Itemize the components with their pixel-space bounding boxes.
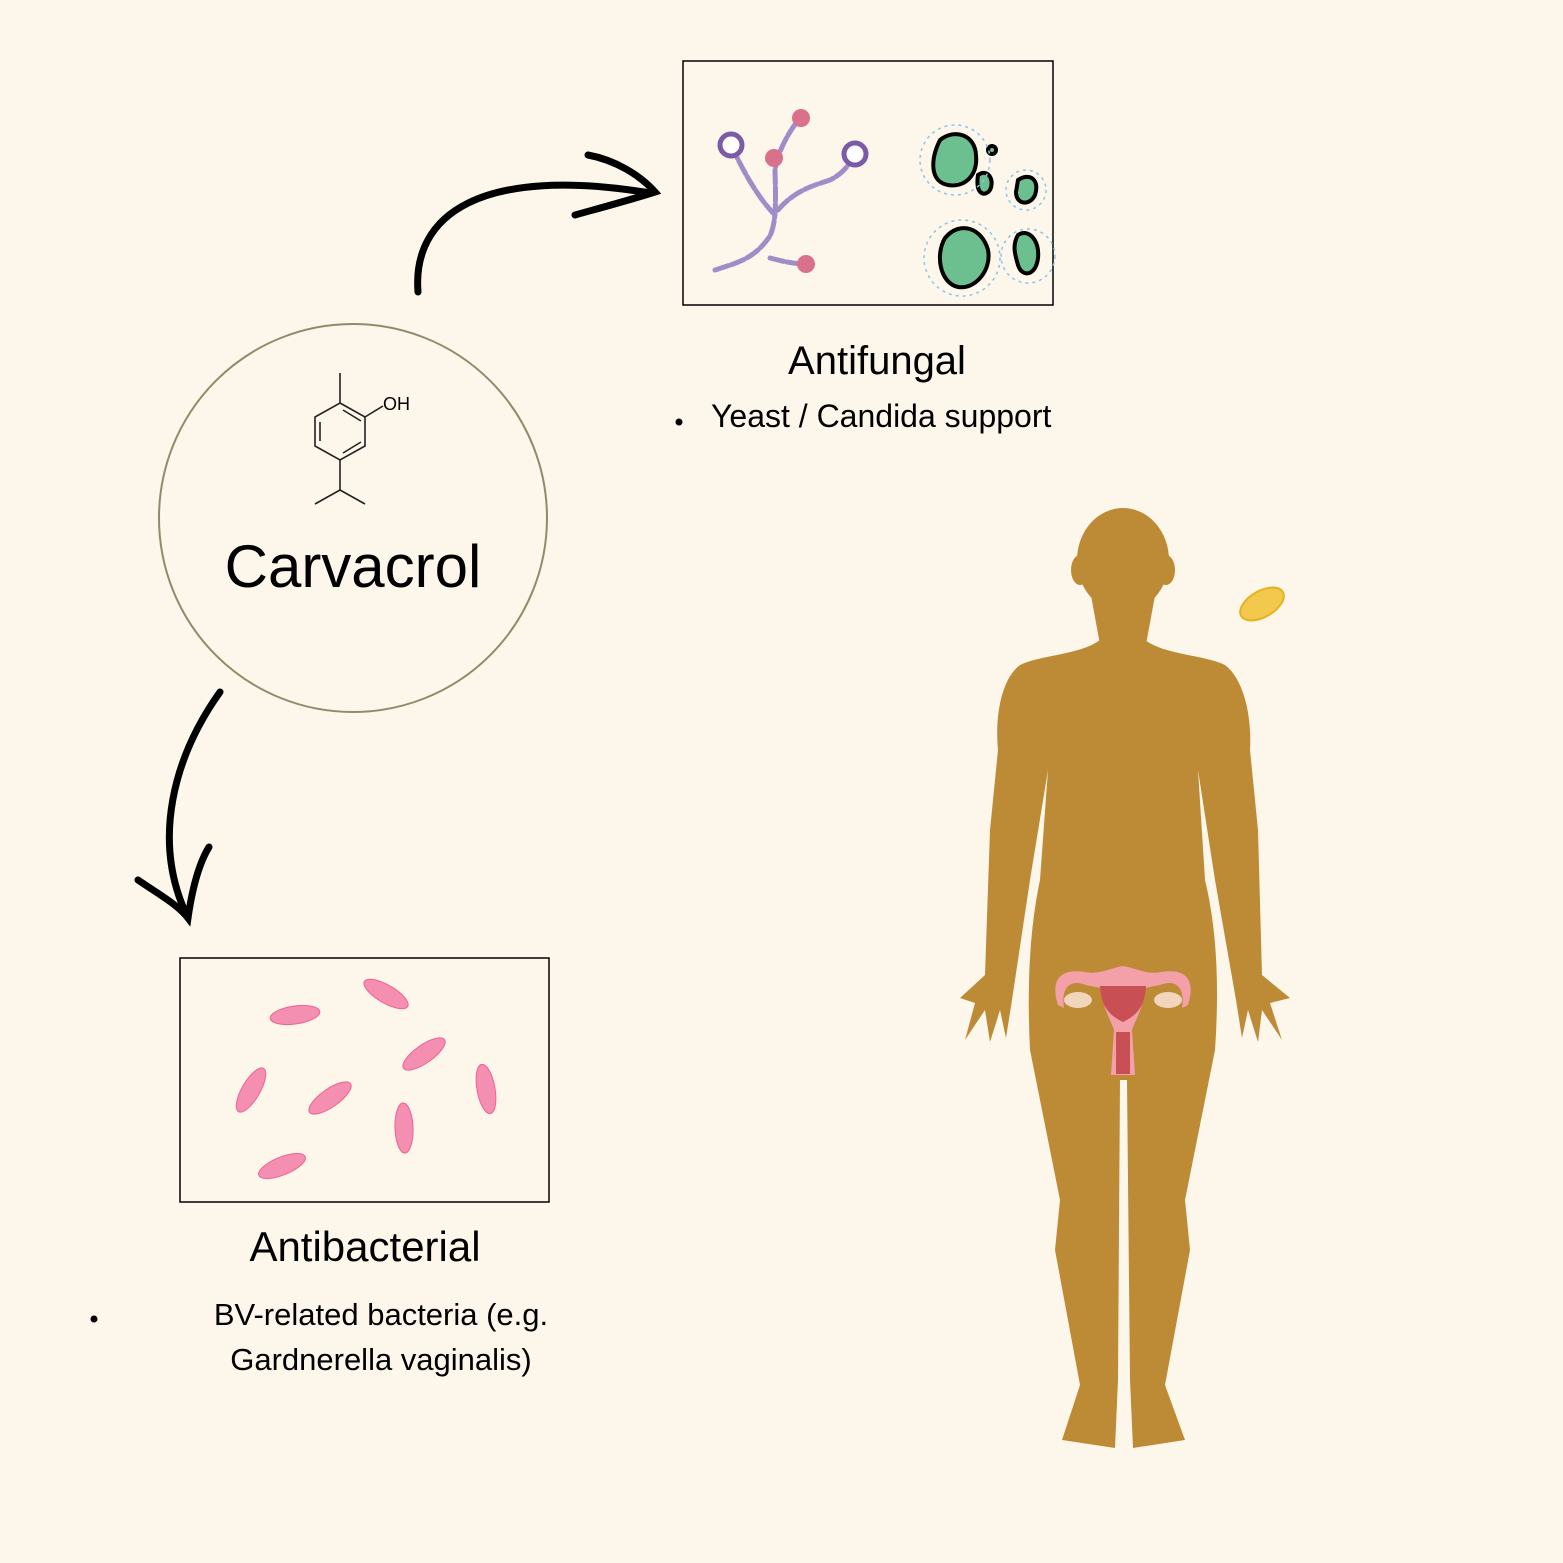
uterus-icon [1055,966,1191,1075]
arrow-to-antifungal [414,151,662,296]
antifungal-image-box [682,60,1054,306]
oh-label: OH [383,394,410,414]
antifungal-title: Antifungal [788,339,966,383]
antibacterial-image-box [179,957,550,1203]
bullet-dot [90,1315,98,1323]
antibacterial-bullet-line2: Gardnerella vaginalis) [230,1342,532,1377]
supplement-capsule-icon [1239,586,1285,622]
yeast-cells-icon [931,132,1041,290]
antibacterial-title: Antibacterial [249,1223,480,1270]
carvacrol-structure-icon [314,373,384,505]
arrow-to-antibacterial [134,688,224,927]
bacteria-icons [235,978,497,1180]
yeast-halo-icons [919,124,1056,297]
antibacterial-bullet-line1: BV-related bacteria (e.g. [214,1297,548,1332]
spore-icons [717,109,869,273]
bullet-dot [675,418,683,426]
carvacrol-circle [158,323,548,713]
carvacrol-title: Carvacrol [225,533,482,600]
antifungal-bullet: Yeast / Candida support [711,398,1052,434]
